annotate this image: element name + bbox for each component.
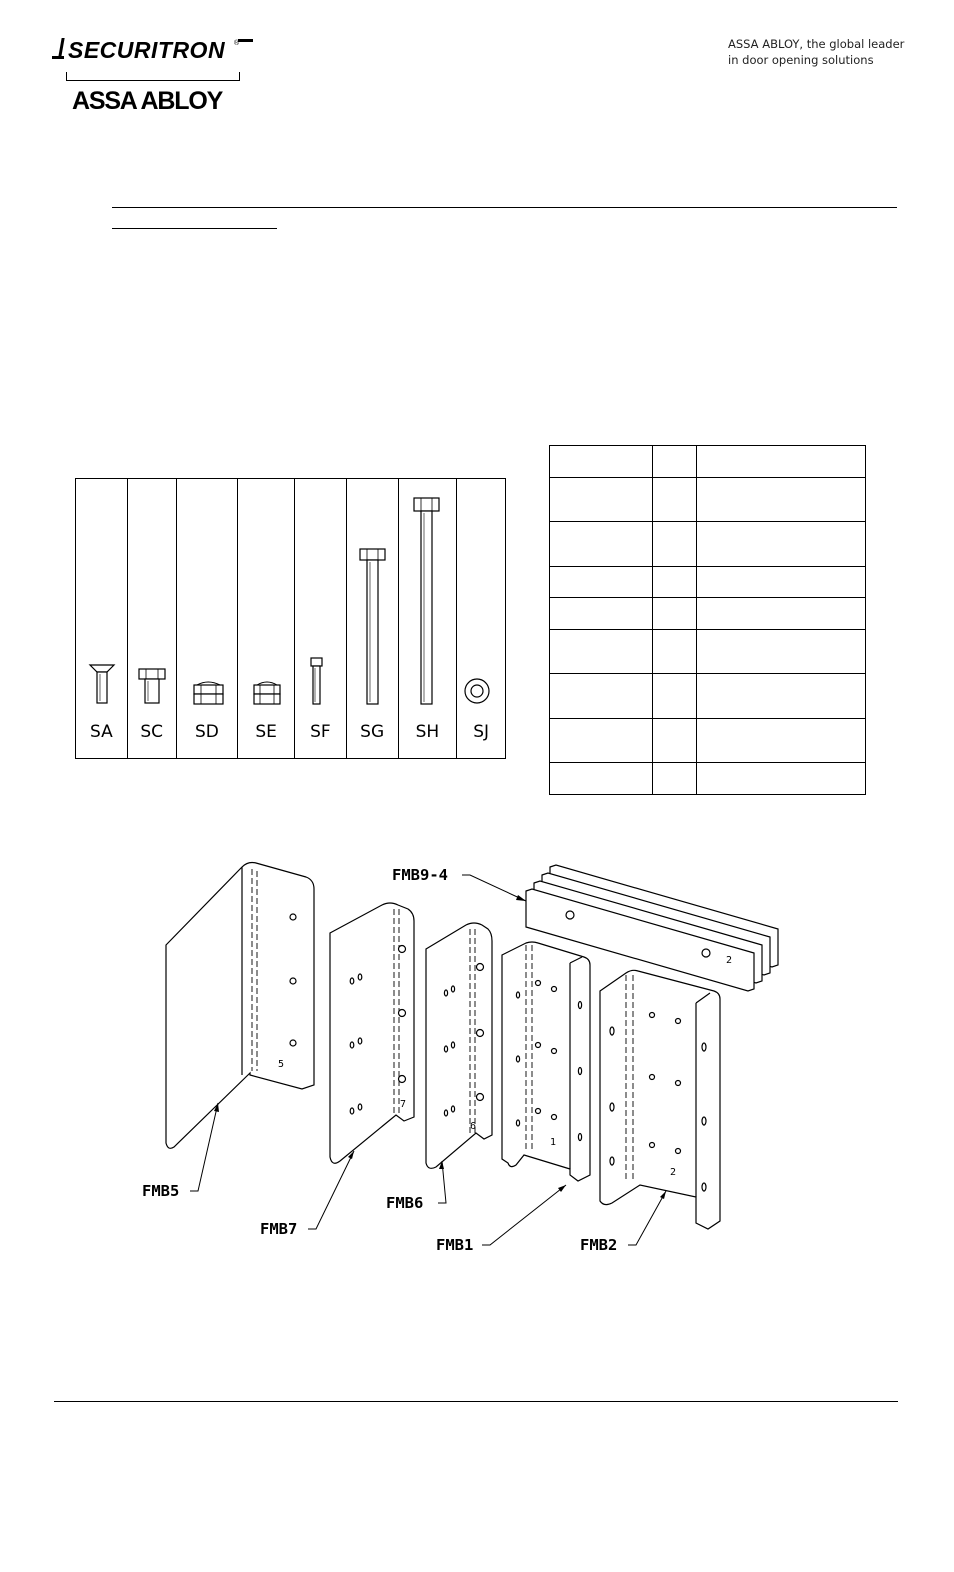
title-rule <box>112 207 897 208</box>
hardware-cell-sh: SH <box>399 479 458 758</box>
fmb5-bracket: 5 <box>165 861 315 1149</box>
part-mark: 1 <box>550 1137 556 1148</box>
hardware-strip: SA SC SD SE <box>75 478 506 759</box>
fmb1-bracket: 1 <box>501 941 591 1182</box>
hardware-cell-sg: SG <box>347 479 399 758</box>
leader-fmb1 <box>482 1184 567 1246</box>
hardware-code: SC <box>140 722 163 742</box>
hex-bolt-extra-long-icon <box>412 497 440 705</box>
hardware-cell-sa: SA <box>76 479 128 758</box>
part-mark: 2 <box>726 955 732 966</box>
tagline: ASSA ABLOY, the global leader in door op… <box>728 36 904 68</box>
hex-bolt-long-icon <box>359 548 386 705</box>
fmb7-bracket: 7 <box>329 902 415 1164</box>
hardware-code: SG <box>360 722 385 742</box>
logo-mark: SECURITRON ® ASSA ABLOY <box>52 37 253 115</box>
logo-registered: ® <box>234 39 240 47</box>
flat-head-screw-icon <box>88 664 116 704</box>
hardware-code: SJ <box>473 722 490 742</box>
hex-bolt-short-icon <box>138 668 166 704</box>
parts-table <box>549 445 866 795</box>
bracket-assembly-drawing: 5 7 6 <box>142 861 779 1254</box>
table-row <box>549 673 866 719</box>
tagline-line-2: in door opening solutions <box>728 53 874 67</box>
hardware-code: SE <box>255 722 277 742</box>
leader-fmb9-4 <box>462 874 527 902</box>
leader-fmb7 <box>308 1150 355 1230</box>
part-mark: 5 <box>278 1059 284 1070</box>
hardware-code: SA <box>90 722 113 742</box>
hardware-cell-sd: SD <box>177 479 239 758</box>
tagline-line-1: ASSA ABLOY, the global leader <box>728 37 905 51</box>
logo-parent-text: ASSA ABLOY <box>72 87 224 115</box>
leader-fmb2 <box>628 1190 667 1246</box>
hardware-code: SD <box>194 722 219 742</box>
callout-fmb1: FMB1 <box>436 1236 473 1254</box>
table-row <box>549 566 866 598</box>
table-row <box>549 445 866 478</box>
callout-fmb9-4: FMB9-4 <box>392 866 448 884</box>
hardware-cell-sc: SC <box>128 479 177 758</box>
table-row <box>549 629 866 674</box>
securitron-assa-abloy-logo: SECURITRON ® ASSA ABLOY <box>52 36 256 116</box>
part-mark: 6 <box>470 1121 476 1132</box>
table-row <box>549 477 866 522</box>
hardware-cell-sf: SF <box>295 479 347 758</box>
fmb2-bracket: 2 <box>599 969 721 1230</box>
part-mark: 2 <box>670 1167 676 1178</box>
leader-fmb6 <box>438 1160 447 1204</box>
hex-nut-icon <box>253 681 281 705</box>
title-underline <box>112 228 277 229</box>
table-row <box>549 762 866 795</box>
hardware-code: SF <box>310 722 331 742</box>
logo-brand-text: SECURITRON <box>68 37 225 63</box>
leader-fmb5 <box>190 1102 219 1192</box>
table-row <box>549 718 866 763</box>
fmb6-bracket: 6 <box>425 922 493 1169</box>
callout-fmb2: FMB2 <box>580 1236 617 1254</box>
washer-icon <box>464 678 490 704</box>
hardware-cell-sj: SJ <box>457 479 505 758</box>
table-row <box>549 597 866 630</box>
callout-fmb5: FMB5 <box>142 1182 179 1200</box>
part-mark: 7 <box>400 1099 406 1110</box>
hex-nut-icon <box>192 681 224 705</box>
table-row <box>549 521 866 567</box>
cap-screw-icon <box>310 657 323 705</box>
fmb9-4-bars: 2 <box>525 864 779 992</box>
hardware-cell-se: SE <box>238 479 295 758</box>
footer-rule <box>54 1401 898 1402</box>
callout-fmb7: FMB7 <box>260 1220 297 1238</box>
callout-fmb6: FMB6 <box>386 1194 423 1212</box>
hardware-code: SH <box>415 722 440 742</box>
